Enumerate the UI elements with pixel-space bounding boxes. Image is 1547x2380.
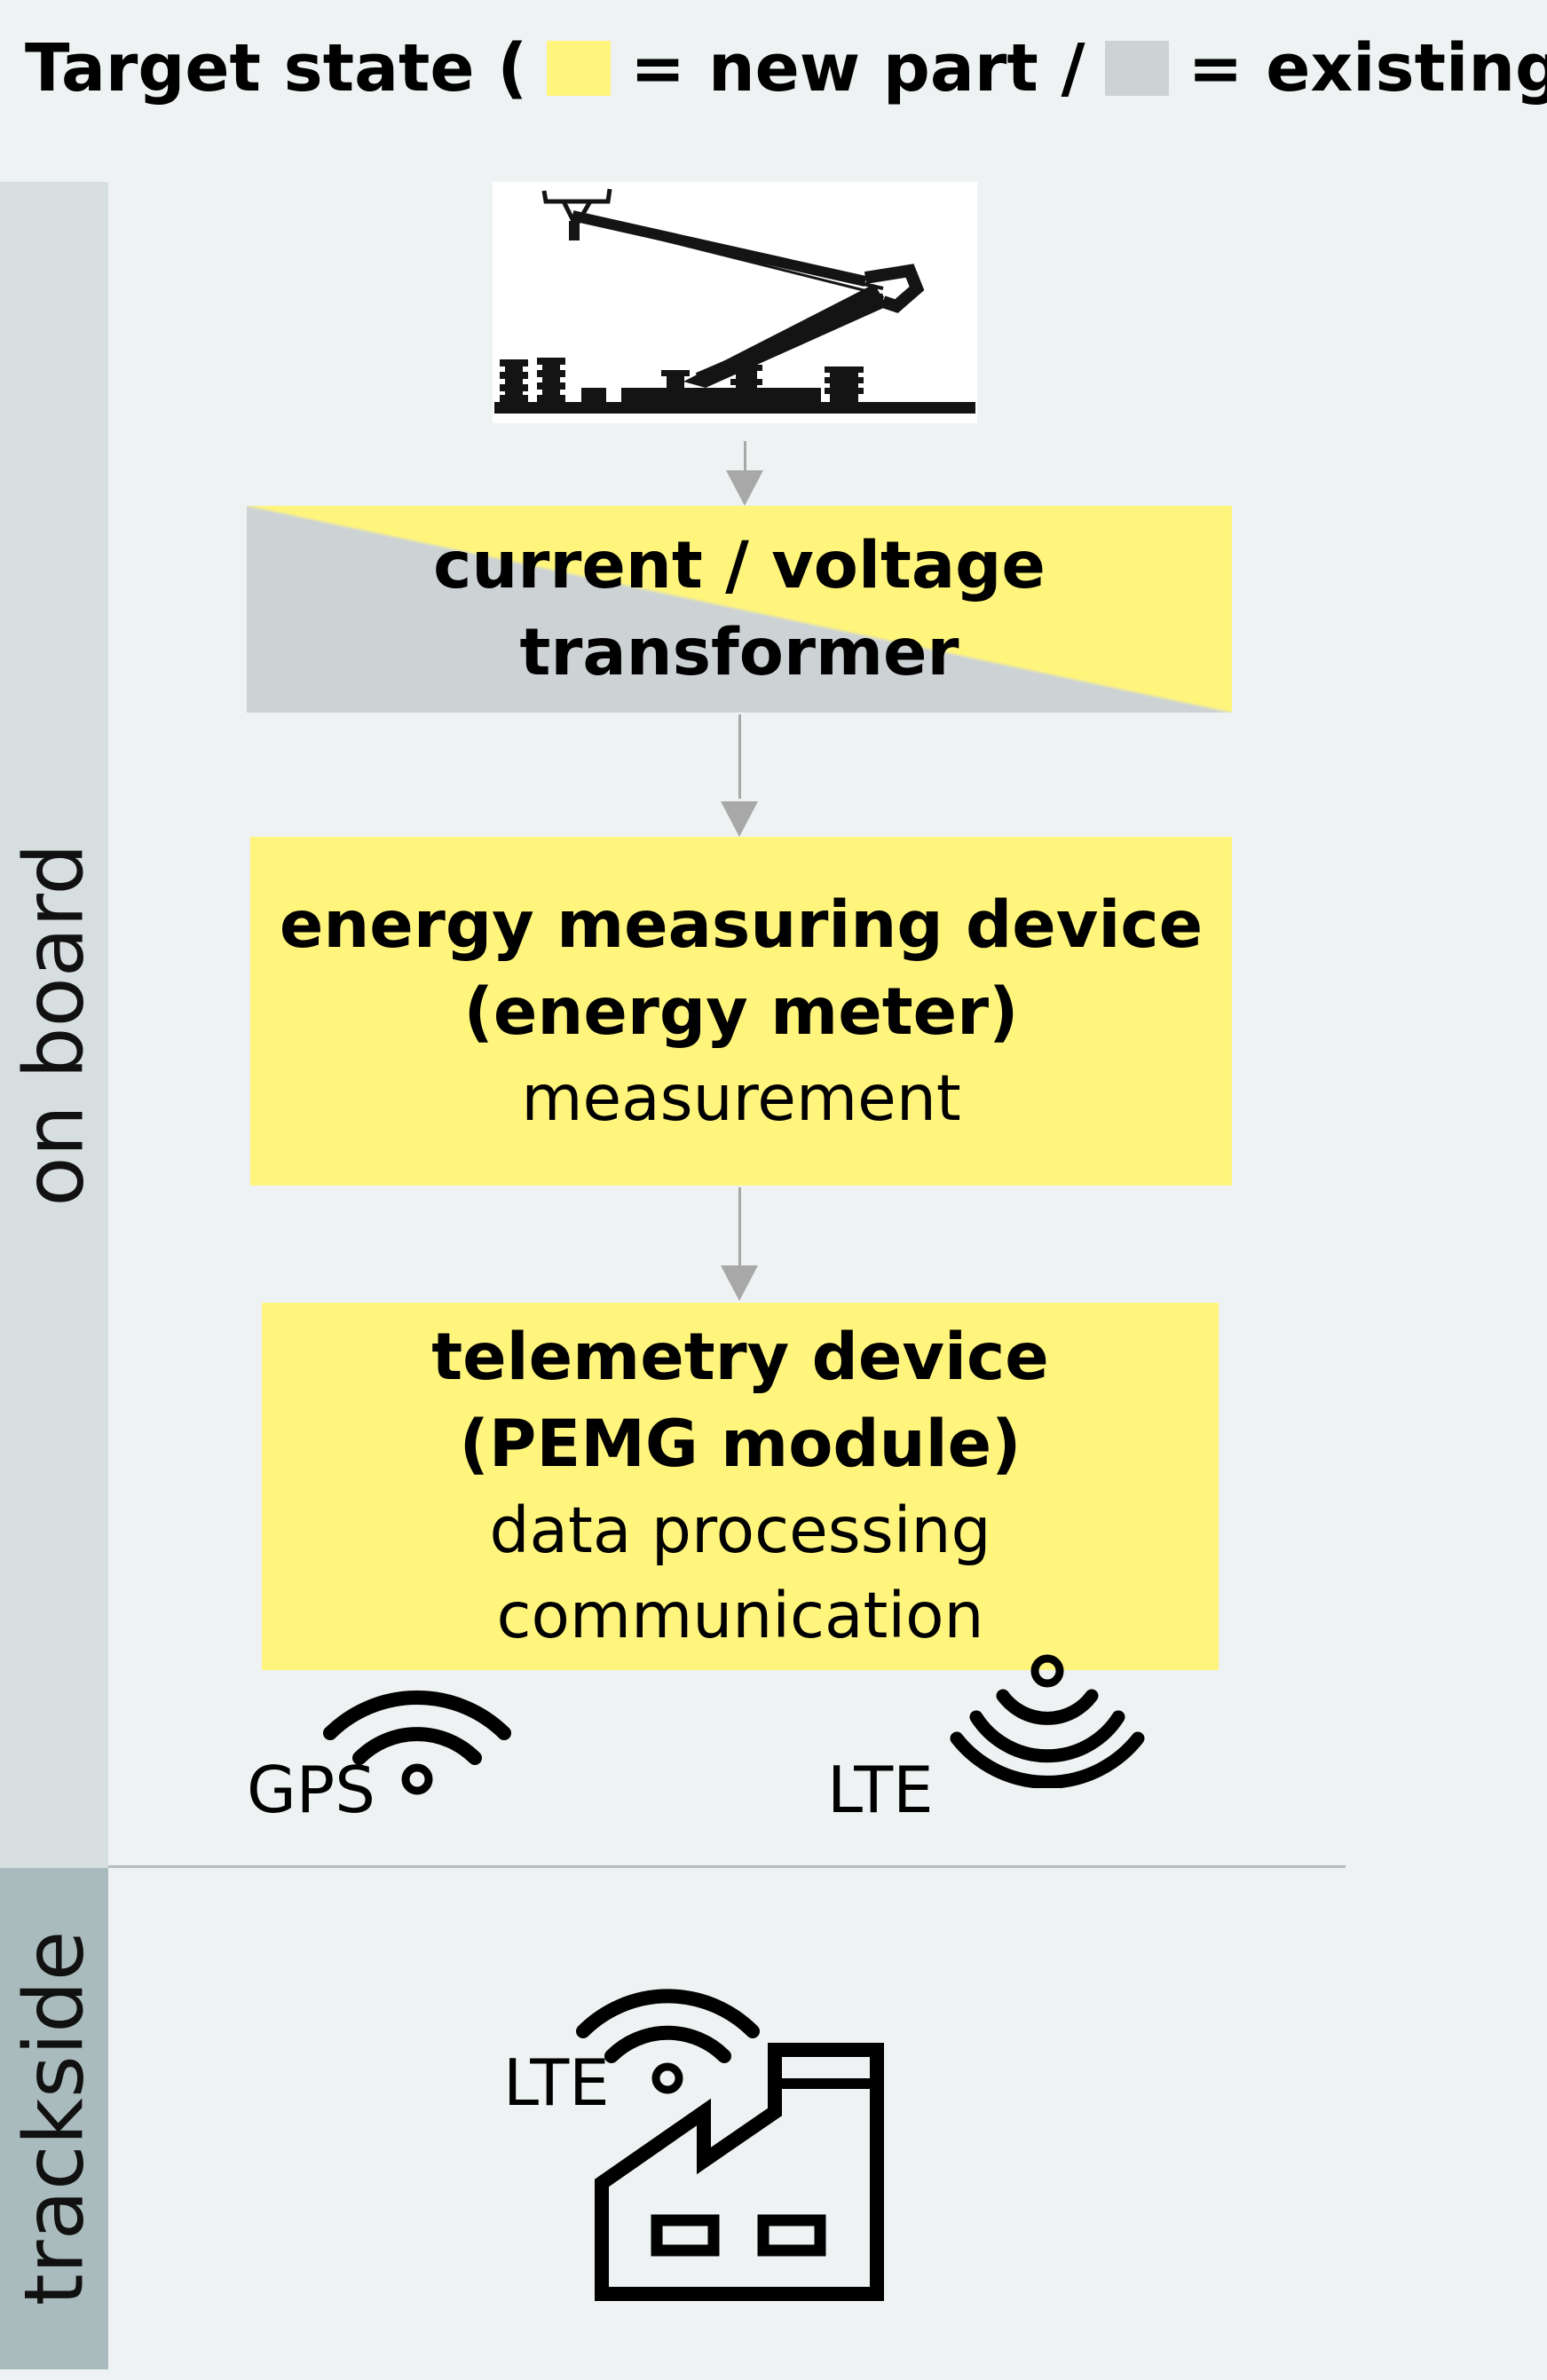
telemetry-title-line2: (PEMG module) <box>459 1407 1022 1482</box>
meter-title-line1: energy measuring device <box>279 887 1204 963</box>
telemetry-function-2: communication <box>496 1579 984 1652</box>
arrow-head-1 <box>726 470 763 506</box>
existing-swatch <box>1104 41 1169 96</box>
meter-title-line2: (energy meter) <box>463 973 1019 1050</box>
factory-icon <box>593 2014 886 2307</box>
legend-new-label: = new part / <box>630 30 1085 106</box>
telemetry-box: telemetry device (PEMG module) data proc… <box>262 1303 1219 1670</box>
radio-broadcast-icon <box>950 1646 1145 1789</box>
transformer-box: current / voltage transformer <box>247 506 1232 713</box>
trackside-label: trackside <box>6 1930 102 2306</box>
meter-function: measurement <box>521 1060 961 1135</box>
gps-label: GPS <box>247 1753 375 1827</box>
arrow-head-3 <box>721 1265 758 1301</box>
telemetry-title-line1: telemetry device <box>431 1320 1049 1395</box>
energy-meter-box: energy measuring device (energy meter) m… <box>250 837 1232 1186</box>
arrow-transformer-to-meter <box>738 714 741 799</box>
lte-onboard-label: LTE <box>827 1753 934 1827</box>
onboard-label: on board <box>6 843 102 1207</box>
legend-existing-label: = existing) <box>1188 30 1547 106</box>
arrow-head-2 <box>721 801 758 837</box>
section-divider <box>108 1865 1346 1868</box>
legend-header: Target state ( = new part / = existing) <box>25 20 1547 117</box>
wifi-signal-icon <box>320 1655 515 1801</box>
trackside-band: trackside <box>0 1868 108 2369</box>
arrow-meter-to-telemetry <box>738 1187 741 1269</box>
new-part-swatch <box>547 41 612 96</box>
lte-trackside-label: LTE <box>503 2045 610 2120</box>
transformer-title-line1: current / voltage <box>433 527 1046 603</box>
pantograph-icon <box>493 182 977 423</box>
legend-title: Target state ( <box>25 30 528 106</box>
onboard-band: on board <box>0 182 108 1868</box>
arrow-pantograph-to-transformer <box>744 441 746 477</box>
trackside-wifi-icon <box>572 1957 763 2099</box>
telemetry-function-1: data processing <box>489 1493 991 1567</box>
transformer-title-line2: transformer <box>519 614 959 690</box>
